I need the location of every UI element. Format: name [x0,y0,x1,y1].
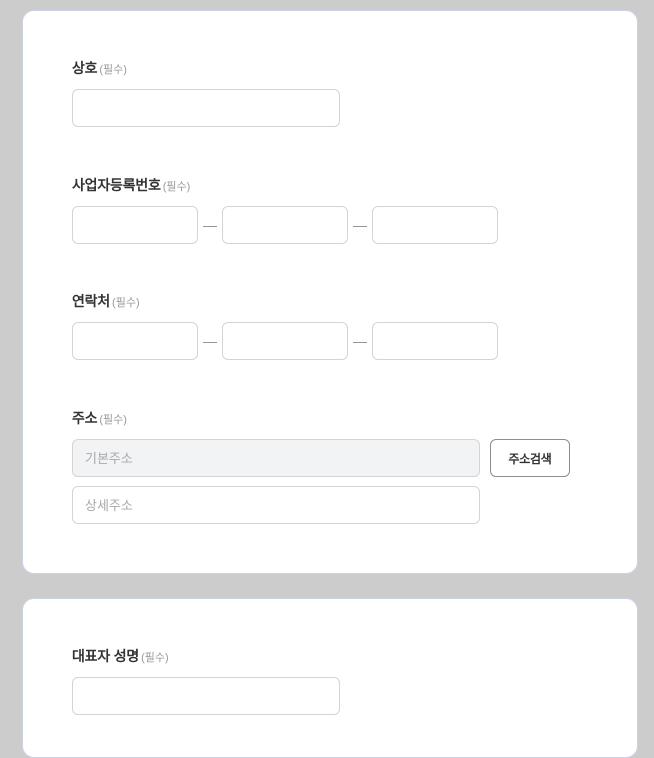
label-company-name: 상호(필수) [72,59,340,79]
label-address-required: (필수) [99,414,127,426]
input-business-registration-number-part2[interactable] [222,206,348,244]
label-contact-text: 연락처 [72,293,111,309]
input-detail-address[interactable] [72,486,480,524]
dash-separator-icon: — [203,217,217,233]
input-base-address[interactable] [72,439,480,477]
label-company-name-required: (필수) [99,64,127,76]
input-representative-name[interactable] [72,677,340,715]
input-contact-part1[interactable] [72,322,198,360]
field-group-business-registration-number: 사업자등록번호(필수) — — [72,176,498,244]
business-registration-number-row: — — [72,206,498,244]
dash-separator-icon: — [353,217,367,233]
field-group-representative-name: 대표자 성명(필수) [72,647,340,715]
input-business-registration-number-part1[interactable] [72,206,198,244]
label-address: 주소(필수) [72,409,570,429]
label-contact-required: (필수) [112,297,140,309]
contact-row: — — [72,322,498,360]
label-representative-name-text: 대표자 성명 [72,648,140,664]
address-search-button[interactable]: 주소검색 [490,439,570,477]
field-group-address: 주소(필수) 주소검색 [72,409,570,524]
label-business-registration-number-required: (필수) [162,181,191,193]
label-company-name-text: 상호 [72,60,98,76]
business-info-card: 상호(필수) 사업자등록번호(필수) — — 연락처(필수) [22,10,638,574]
input-business-registration-number-part3[interactable] [372,206,498,244]
label-business-registration-number-text: 사업자등록번호 [72,177,161,193]
label-representative-name-required: (필수) [141,652,169,664]
dash-separator-icon: — [203,333,217,349]
label-address-text: 주소 [72,410,98,426]
label-representative-name: 대표자 성명(필수) [72,647,340,667]
input-company-name[interactable] [72,89,340,127]
address-base-row: 주소검색 [72,439,570,477]
field-group-company-name: 상호(필수) [72,59,340,127]
dash-separator-icon: — [353,333,367,349]
input-contact-part3[interactable] [372,322,498,360]
label-business-registration-number: 사업자등록번호(필수) [72,176,498,196]
field-group-contact: 연락처(필수) — — [72,292,498,360]
input-contact-part2[interactable] [222,322,348,360]
representative-info-card: 대표자 성명(필수) [22,598,638,758]
label-contact: 연락처(필수) [72,292,498,312]
